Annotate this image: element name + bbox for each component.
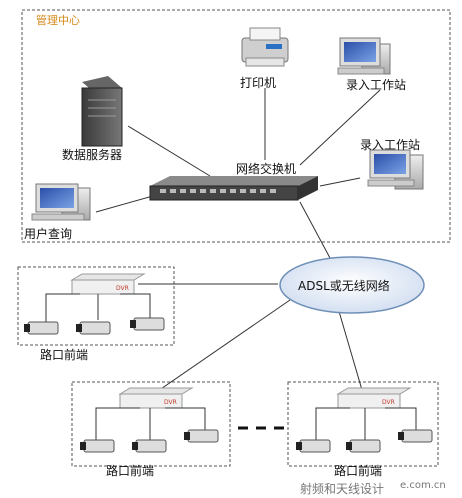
camera-wiring	[45, 293, 417, 440]
network-switch-label: 网络交换机	[236, 162, 297, 176]
data-server-label: 数据服务器	[62, 148, 123, 162]
dvr-icon: DVR	[336, 387, 412, 409]
camera-icon	[346, 439, 381, 453]
dvr-brand-label: DVR	[382, 399, 395, 406]
server-icon	[81, 76, 123, 147]
frontend-zone-1-border	[17, 266, 175, 346]
network-switch-icon	[149, 176, 318, 201]
frontend-zone-2-border	[71, 381, 231, 467]
workstation-label: 录入工作站	[360, 138, 421, 152]
camera-icon	[76, 321, 111, 335]
frontend-label: 路口前端	[334, 464, 383, 478]
printer-icon	[241, 27, 289, 67]
frontend-zone-3-border	[287, 381, 439, 467]
frontend-label: 路口前端	[106, 464, 155, 478]
camera-icon	[184, 429, 219, 443]
workstation-icon	[367, 149, 424, 190]
camera-icon	[80, 439, 115, 453]
workstation-icon	[337, 37, 391, 75]
printer-label: 打印机	[240, 76, 277, 90]
camera-icon	[398, 429, 433, 443]
camera-icon	[130, 317, 165, 331]
camera-icon	[296, 439, 331, 453]
dvr-brand-label: DVR	[164, 399, 177, 406]
workstation-label: 录入工作站	[346, 78, 407, 92]
frontend-label: 路口前端	[40, 348, 89, 362]
connection-lines	[95, 88, 381, 394]
network-cloud-label: ADSL或无线网络	[298, 279, 390, 293]
management-center-label: 管理中心	[36, 14, 80, 27]
watermark-url: e.com.cn	[400, 480, 446, 491]
network-cloud	[279, 256, 425, 314]
dvr-brand-label: DVR	[116, 285, 129, 292]
dvr-icon: DVR	[70, 273, 146, 295]
user-query-label: 用户查询	[24, 227, 73, 241]
camera-icon	[24, 321, 59, 335]
watermark-title: 射频和天线设计	[300, 482, 385, 496]
dvr-icon: DVR	[118, 387, 194, 409]
user-query-pc-icon	[31, 183, 91, 221]
camera-icon	[132, 439, 167, 453]
